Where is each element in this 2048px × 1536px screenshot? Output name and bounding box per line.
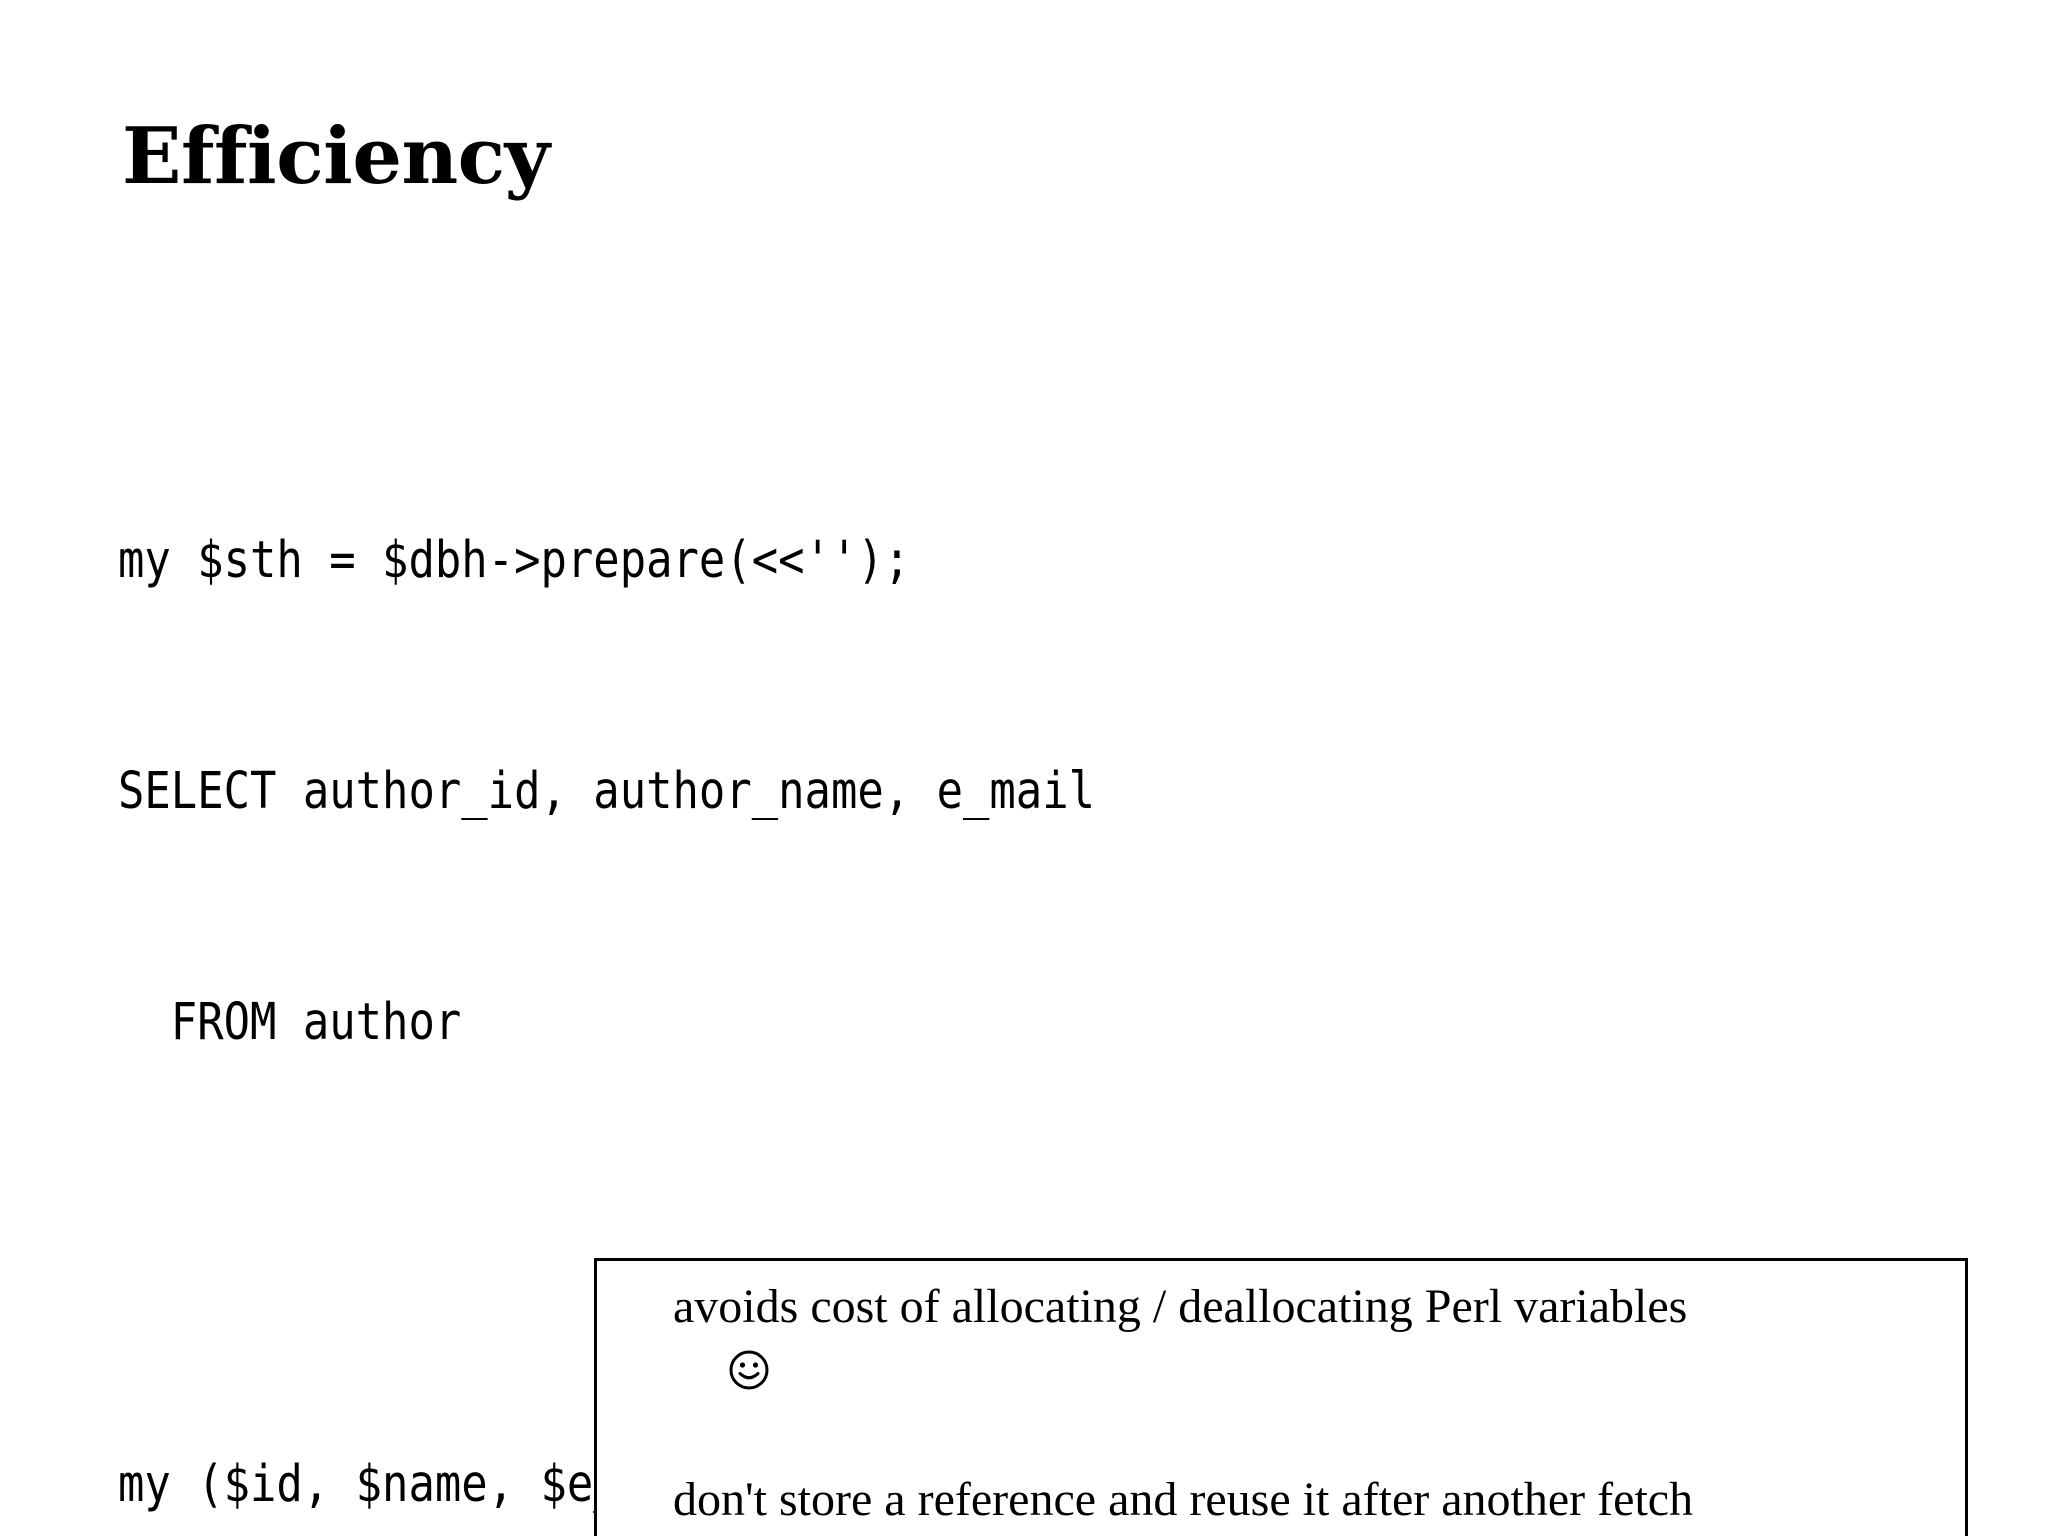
callout-item-text: don't store a reference and reuse it aft… xyxy=(673,1473,1694,1526)
callout-item-text: avoids cost of allocating / deallocating… xyxy=(673,1280,1688,1333)
code-line: SELECT author_id, author_name, e_mail xyxy=(118,762,1096,821)
bomb-icon xyxy=(615,1469,673,1536)
callout-item-pro: avoids cost of allocating / deallocating… xyxy=(615,1275,1947,1468)
code-line: my $sth = $dbh->prepare(<<''); xyxy=(118,531,911,590)
callout-item-warning: don't store a reference and reuse it aft… xyxy=(615,1468,1947,1536)
callout-box: avoids cost of allocating / deallocating… xyxy=(594,1258,1968,1536)
code-line: FROM author xyxy=(118,993,462,1052)
page-title: Efficiency xyxy=(122,111,550,202)
code-block: my $sth = $dbh->prepare(<<''); SELECT au… xyxy=(118,368,1666,1536)
smiley-face-icon xyxy=(615,1276,769,1468)
